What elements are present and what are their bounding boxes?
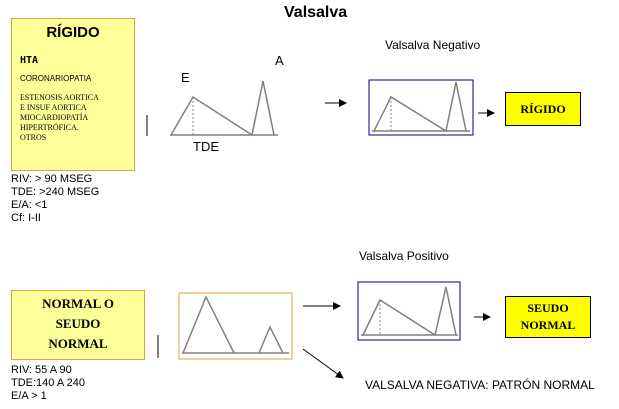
arrow-diagonal: [302, 348, 344, 379]
conditions-list: ESTENOSIS AORTICA E INSUF AORTICA MIOCAR…: [20, 93, 99, 143]
valsalva-negative-note: VALSALVA NEGATIVA: PATRÓN NORMAL: [365, 378, 595, 392]
result-line: NORMAL: [520, 318, 576, 332]
rigid-stats: RIV: > 90 MSEG TDE: >240 MSEG E/A: <1 Cf…: [11, 173, 99, 225]
normal-heading-line: NORMAL O: [42, 296, 114, 311]
stat-riv: RIV: > 90 MSEG: [11, 173, 93, 185]
normal-box: NORMAL O SEUDO NORMAL: [11, 290, 145, 360]
condition-item: ESTENOSIS AORTICA: [20, 93, 99, 102]
stat-tde: TDE: >240 MSEG: [11, 186, 100, 198]
rigid-result-box: RÍGIDO: [505, 92, 581, 126]
valsalva-negative-caption: Valsalva Negativo: [385, 38, 481, 52]
result-line: SEUDO: [527, 301, 569, 315]
rigid-box: RÍGIDO HTA CORONARIOPATIA ESTENOSIS AORT…: [11, 18, 135, 171]
seudo-normal-result-box: SEUDO NORMAL: [505, 296, 591, 338]
rigid-heading: RÍGIDO: [46, 24, 100, 41]
normal-doppler-wave: [178, 292, 293, 360]
condition-item: MIOCARDIOPATÍA: [20, 113, 89, 122]
condition-item: HIPERTRÓFICA.: [20, 123, 79, 132]
wave-label-e: E: [181, 70, 190, 85]
valsalva-positive-wave: [357, 281, 461, 341]
stat-cf: Cf: I-II: [11, 212, 41, 224]
page-title: Valsalva: [284, 4, 348, 21]
normal-heading-line: SEUDO: [55, 316, 101, 331]
stat-ea: E/A > 1: [11, 390, 47, 402]
hta-label: HTA: [20, 55, 39, 66]
rigid-doppler-wave: [170, 80, 278, 137]
stat-tde: TDE:140 A 240: [11, 377, 85, 389]
condition-item: OTROS: [20, 133, 47, 142]
normal-heading-line: NORMAL: [48, 336, 108, 351]
wave-label-tde: TDE: [193, 139, 219, 154]
condition-item: E INSUF AORTICA: [20, 103, 87, 112]
normal-stats: RIV: 55 A 90 TDE:140 A 240 E/A > 1: [11, 364, 85, 403]
valsalva-positive-caption: Valsalva Positivo: [359, 249, 449, 263]
coronariopatia-label: CORONARIOPATIA: [20, 74, 92, 83]
wave-label-a: A: [275, 53, 284, 68]
stat-riv: RIV: 55 A 90: [11, 364, 72, 376]
stat-ea: E/A: <1: [11, 199, 48, 211]
valsalva-negative-wave: [368, 79, 474, 136]
